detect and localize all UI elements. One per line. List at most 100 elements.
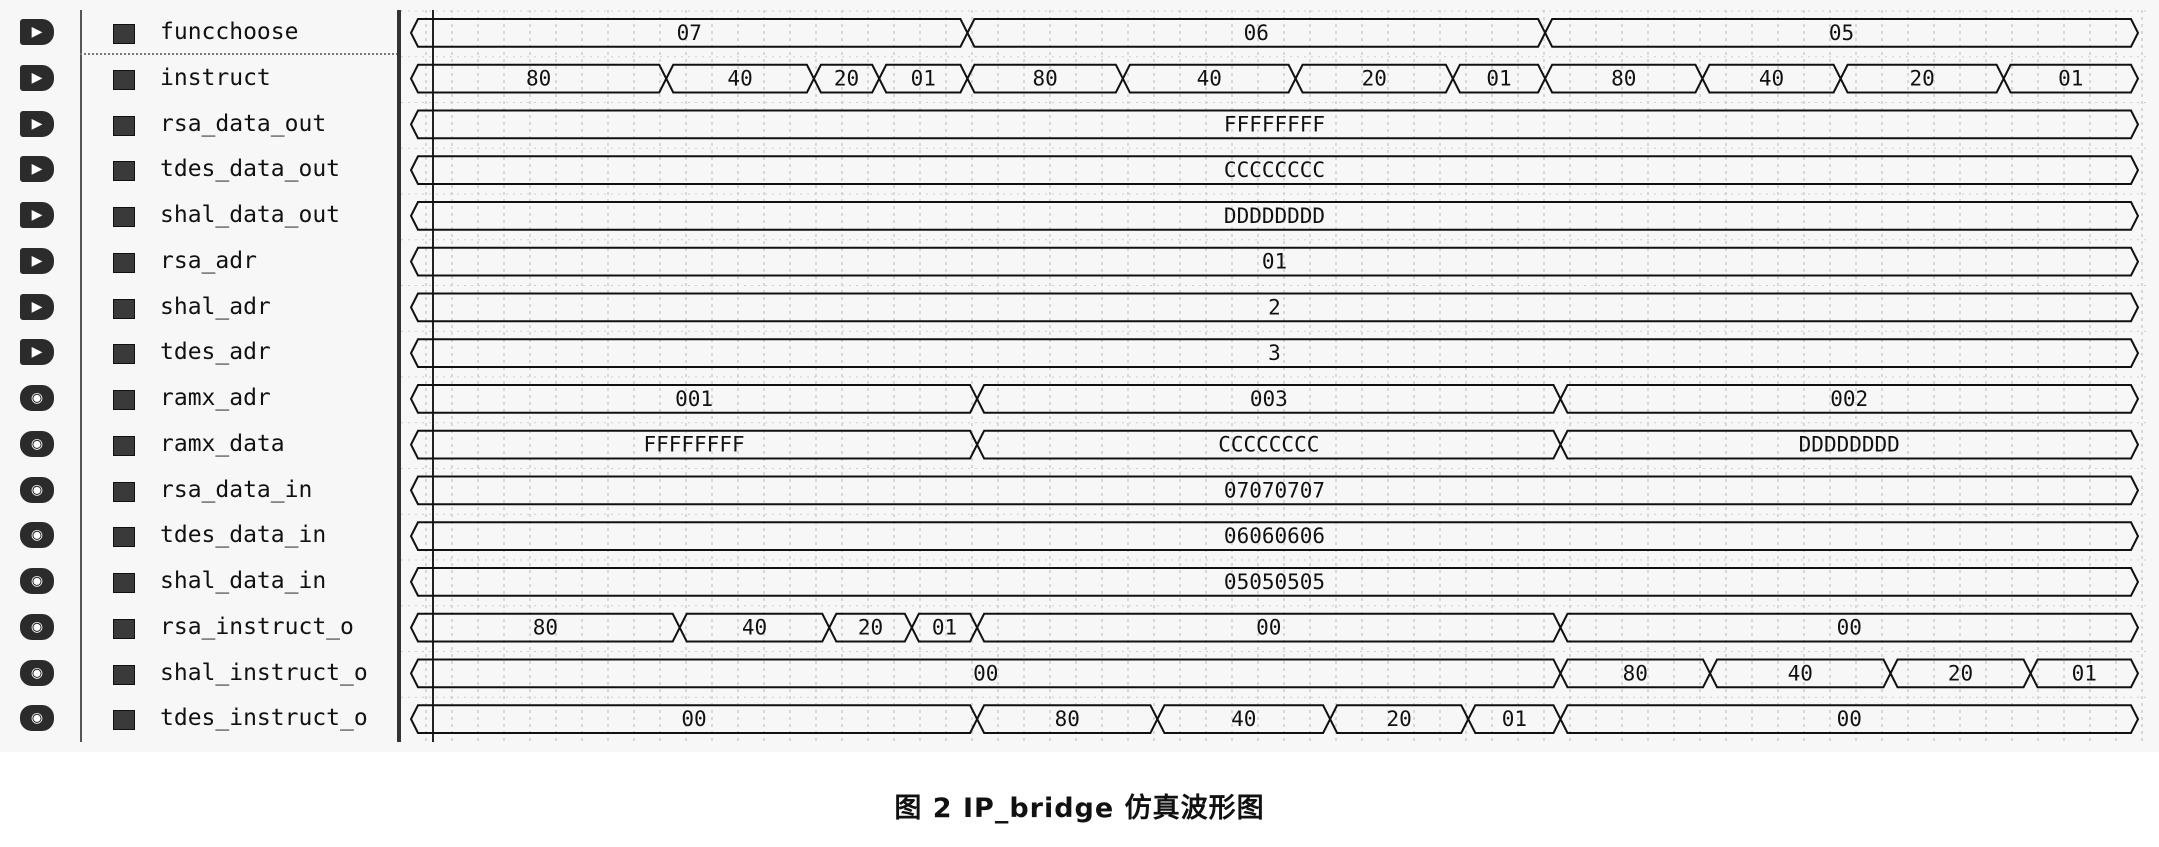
bus-segment xyxy=(1559,384,2140,414)
bus-value-label: 00 xyxy=(973,661,998,685)
signal-row-funcchoose[interactable]: ▶funcchoose xyxy=(0,10,400,55)
bus-value-label: 01 xyxy=(911,67,936,91)
bus-segment xyxy=(409,338,2140,368)
bus-value-label: 01 xyxy=(1262,250,1287,274)
waveform-shal-data-in: 05050505 xyxy=(409,567,2140,597)
signal-row-rsa-instruct-o[interactable]: ◉rsa_instruct_o xyxy=(0,605,400,650)
bus-value-label: 80 xyxy=(1611,67,1636,91)
signal-name: ramx_adr xyxy=(160,385,271,411)
output-port-icon: ◉ xyxy=(20,385,54,411)
bus-value-label: 05050505 xyxy=(1224,570,1325,594)
bus-value-label: 003 xyxy=(1250,387,1288,411)
signal-name: tdes_instruct_o xyxy=(160,705,368,732)
bus-value-label: FFFFFFFF xyxy=(1224,112,1325,136)
waveform-rsa-data-in: 07070707 xyxy=(409,475,2140,506)
signal-row-tdes-data-in[interactable]: ◉tdes_data_in xyxy=(0,513,400,558)
output-port-icon: ◉ xyxy=(20,430,54,457)
signal-row-ramx-data[interactable]: ◉ramx_data xyxy=(0,422,400,467)
bus-value-label: 40 xyxy=(1231,707,1256,731)
waveform-tdes-data-out: CCCCCCCC xyxy=(409,155,2140,185)
signal-row-tdes-data-out[interactable]: ▶ tdes_data_out xyxy=(0,147,400,192)
bus-segment xyxy=(1559,704,2140,734)
bus-radix-icon xyxy=(113,69,135,90)
input-port-icon: ▶ xyxy=(20,293,54,320)
signal-list: ▶funcchoose▶instruct▶rsa_data_out▶tdes_d… xyxy=(0,10,400,742)
input-port-icon: ▶ xyxy=(20,339,54,366)
input-port-icon: ▶ xyxy=(20,64,54,91)
bus-value-label: 80 xyxy=(1623,661,1648,685)
bus-segment xyxy=(409,567,2140,597)
bus-value-label: 01 xyxy=(2072,661,2097,685)
signal-row-shal-data-in[interactable]: ◉shal_data_in xyxy=(0,559,400,604)
bus-radix-icon xyxy=(113,24,135,44)
bus-value-label: 06060606 xyxy=(1224,524,1325,548)
signal-name: funcchoose xyxy=(160,19,299,45)
bus-value-label: 00 xyxy=(1837,707,1862,731)
bus-value-label: 40 xyxy=(727,67,752,91)
bus-segment xyxy=(409,292,2140,323)
output-port-icon: ◉ xyxy=(20,659,54,686)
signal-row-shal-adr[interactable]: ▶shal_adr xyxy=(0,285,400,330)
bus-value-label: 01 xyxy=(932,616,957,640)
bus-value-label: 07 xyxy=(677,21,702,45)
icon-column-separator xyxy=(80,10,82,742)
signal-row-shal-data-out[interactable]: ▶shal_data_out xyxy=(0,193,400,238)
signal-row-rsa-data-in[interactable]: ◉rsa_data_in xyxy=(0,468,400,513)
bus-value-label: 80 xyxy=(533,616,558,640)
bus-radix-icon xyxy=(113,710,135,731)
bus-value-label: 20 xyxy=(834,67,859,91)
bus-value-label: 3 xyxy=(1268,341,1281,365)
bus-value-label: 80 xyxy=(1055,707,1080,731)
output-port-icon: ◉ xyxy=(20,568,54,594)
input-port-icon: ▶ xyxy=(20,202,54,228)
signal-name: tdes_data_out xyxy=(160,156,341,183)
waveform-rsa-adr: 01 xyxy=(409,246,2140,277)
output-port-icon: ◉ xyxy=(20,613,54,640)
bus-radix-icon xyxy=(113,481,135,502)
bus-value-label: 40 xyxy=(1197,67,1222,91)
bus-value-label: 20 xyxy=(1909,67,1934,91)
input-port-icon: ▶ xyxy=(20,156,54,183)
panel-divider[interactable] xyxy=(397,10,401,742)
bus-value-label: 40 xyxy=(1788,661,1813,685)
bus-segment xyxy=(1543,18,2140,48)
signal-row-tdes-instruct-o[interactable]: ◉tdes_instruct_o xyxy=(0,696,400,741)
signal-row-rsa-data-out[interactable]: ▶rsa_data_out xyxy=(0,102,400,147)
bus-radix-icon xyxy=(113,252,135,273)
bus-segment xyxy=(1559,612,2140,643)
output-port-icon: ◉ xyxy=(20,522,54,549)
grid xyxy=(401,10,2146,742)
input-port-icon: ▶ xyxy=(20,110,54,137)
bus-value-label: 001 xyxy=(675,387,713,411)
waveform-shal-data-out: DDDDDDDD xyxy=(409,201,2140,231)
signal-row-rsa-adr[interactable]: ▶rsa_adr xyxy=(0,239,400,284)
bus-value-label: 20 xyxy=(1948,661,1973,685)
bus-segment xyxy=(2029,658,2140,689)
bus-radix-icon xyxy=(113,390,135,410)
bus-radix-icon xyxy=(113,298,135,319)
signal-row-instruct[interactable]: ▶instruct xyxy=(0,56,400,101)
waveform-window: ▶funcchoose▶instruct▶rsa_data_out▶tdes_d… xyxy=(0,10,2146,742)
bus-value-label: 07070707 xyxy=(1224,478,1325,502)
bus-value-label: 00 xyxy=(1256,616,1281,640)
signal-row-shal-instruct-o[interactable]: ◉ shal_instruct_o xyxy=(0,651,400,696)
signal-row-tdes-adr[interactable]: ▶ tdes_adr xyxy=(0,330,400,375)
bus-value-label: 40 xyxy=(1759,67,1784,91)
signal-name: shal_instruct_o xyxy=(160,659,368,686)
bus-segment xyxy=(2002,63,2140,94)
signal-name: tdes_adr xyxy=(160,339,271,366)
bus-segment xyxy=(409,201,2140,231)
bus-segment xyxy=(409,155,2140,185)
waveform-rsa-data-out: FFFFFFFF xyxy=(409,109,2140,140)
bus-radix-icon xyxy=(113,573,135,593)
signal-row-ramx-adr[interactable]: ◉ ramx_adr xyxy=(0,376,400,421)
bus-radix-icon xyxy=(113,115,135,136)
bus-value-label: 80 xyxy=(1033,67,1058,91)
bus-value-label: FFFFFFFF xyxy=(643,433,744,457)
